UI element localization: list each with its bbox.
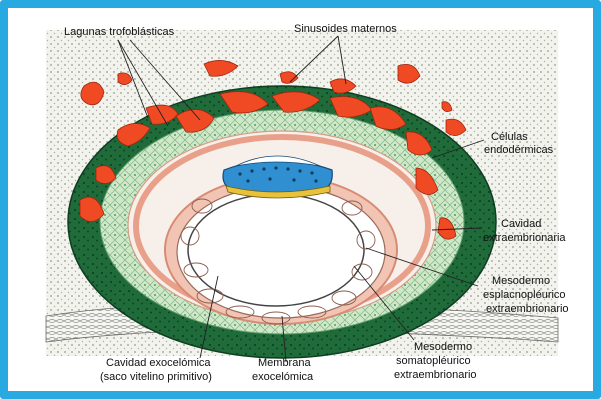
label-cavidad: Cavidad: [501, 218, 541, 230]
label-somatopleurico: somatopléurico: [396, 355, 471, 367]
label-endodermicas: endodérmicas: [484, 144, 554, 156]
label-mesodermo-espl: Mesodermo: [492, 275, 550, 287]
label-extraembrionario-espl: extraembrionario: [486, 303, 569, 315]
label-exocelomica: exocelómica: [252, 371, 314, 383]
label-extraembrionario-soma: extraembrionario: [394, 369, 477, 381]
label-extraembrionaria: extraembrionaria: [483, 232, 566, 244]
label-membrana: Membrana: [258, 357, 311, 369]
label-sinusoides-maternos: Sinusoides maternos: [294, 23, 397, 35]
label-celulas: Células: [491, 131, 528, 143]
label-saco-vitelino: (saco vitelino primitivo): [100, 371, 212, 383]
label-lagunas-trofoblasticas: Lagunas trofoblásticas: [64, 26, 175, 38]
label-esplacnopleurico: esplacnopléurico: [483, 289, 566, 301]
label-mesodermo-soma: Mesodermo: [414, 341, 472, 353]
label-cavidad-exocelomica: Cavidad exocelómica: [106, 357, 211, 369]
